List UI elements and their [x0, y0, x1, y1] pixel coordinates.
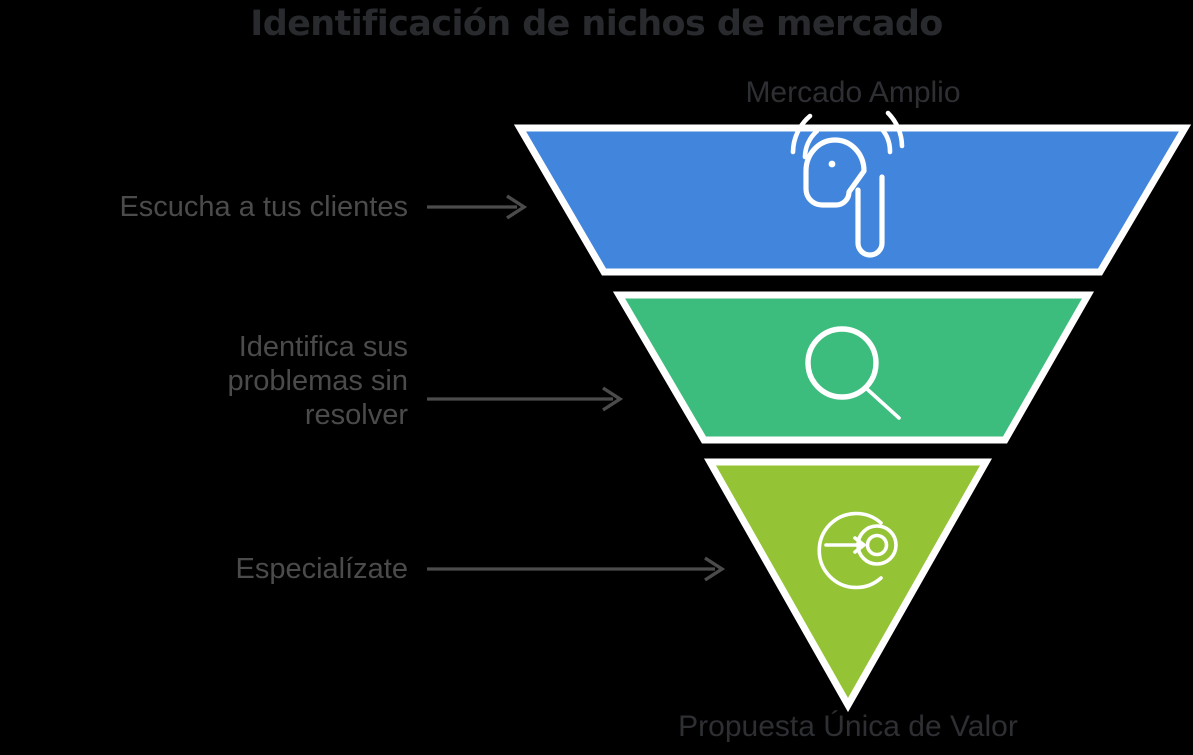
arrow-to-step-3-icon — [427, 556, 726, 582]
funnel-segment-identifica-sus-problemas[interactable] — [612, 291, 1095, 444]
arrow-to-step-1-icon — [427, 194, 528, 220]
target-arrow-icon — [817, 511, 898, 590]
funnel-segment-especializate[interactable] — [703, 458, 993, 713]
page-title: Identificación de nichos de mercado — [250, 4, 943, 44]
magnifier-search-icon — [805, 326, 901, 420]
funnel-top-label: Mercado Amplio — [745, 76, 961, 109]
earbud-listening-icon — [790, 110, 905, 258]
step-label-identifica-sus-problemas-sin-resolver: Identifica sus problemas sin resolver — [227, 331, 408, 432]
funnel-segment-escucha-a-tus-clientes[interactable] — [513, 110, 1192, 276]
funnel-segment-1-shape[interactable] — [513, 124, 1192, 276]
step-label-especializate: Especialízate — [235, 553, 409, 585]
arrow-to-step-2-icon — [427, 386, 624, 412]
step-label-escucha-a-tus-clientes: Escucha a tus clientes — [119, 191, 408, 223]
funnel-segment-2-shape[interactable] — [612, 291, 1095, 444]
funnel-bottom-label: Propuesta Única de Valor — [678, 710, 1018, 743]
funnel-segment-3-shape[interactable] — [703, 458, 993, 713]
